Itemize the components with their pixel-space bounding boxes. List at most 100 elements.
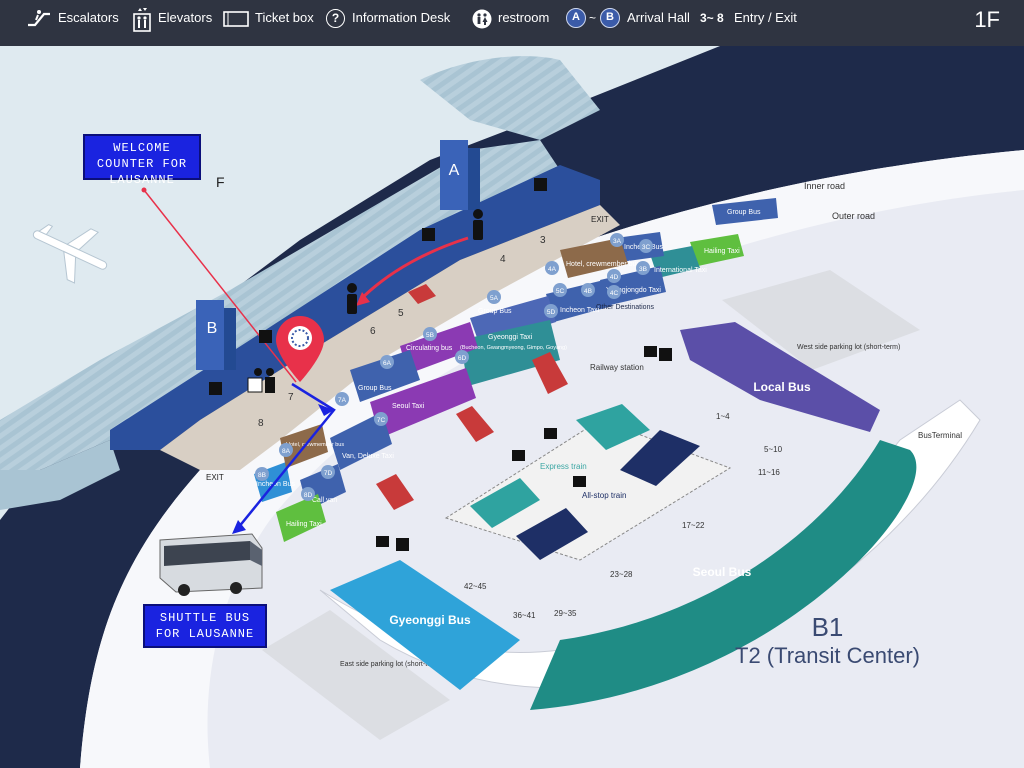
welcome-counter-callout: WELCOME COUNTER FOR LAUSANNE [83, 134, 201, 187]
express-train-label: Express train [540, 462, 587, 471]
bay-van-deluxe-taxi: Van, Deluxe Taxi [342, 453, 394, 460]
svg-text:4: 4 [500, 254, 506, 265]
stairs-down [376, 284, 568, 510]
svg-text:42~45: 42~45 [464, 582, 487, 591]
bay-circulating-bus: Circulating bus [406, 345, 453, 352]
floor-indicator: 1F [974, 7, 1000, 32]
airplane-icon [32, 224, 108, 284]
svg-text:5~10: 5~10 [764, 445, 783, 454]
svg-text:29~35: 29~35 [554, 609, 577, 618]
bus-stop-numbers: 1~4 5~10 11~16 17~22 23~28 29~35 36~41 4… [464, 412, 783, 620]
svg-text:5: 5 [398, 308, 404, 319]
bay-gyeonggi-taxi-sub: (Bucheon, Gwangmyeong, Gimpo, Goyang) [460, 345, 567, 351]
location-pin-icon [276, 316, 324, 382]
information-desk-icon: ? [326, 9, 345, 28]
east-parking-lot: East side parking lot (short-term) [262, 610, 450, 740]
bay-labels: Group Bus Hailing Taxi International Tax… [256, 209, 761, 528]
svg-text:5C: 5C [556, 288, 565, 295]
svg-text:3C: 3C [642, 244, 651, 251]
railway-station-label: Railway station [590, 363, 644, 372]
local-bus-area [680, 322, 880, 432]
bay-yeongjongdo-taxi: Yeongjongdo Taxi [606, 287, 661, 294]
svg-text:4C: 4C [610, 290, 619, 297]
ticket-box-icon [376, 346, 657, 547]
shuttle-bus-icon [159, 533, 263, 596]
bay-seoul-taxi: Seoul Taxi [392, 403, 425, 410]
bay-other-destinations: Other Destinations [596, 304, 654, 311]
tower-a [440, 140, 468, 210]
transit-level: B1 [811, 612, 844, 642]
stray-letter: F [216, 174, 225, 190]
svg-text:4B: 4B [584, 288, 592, 295]
arrival-a-badge: A [566, 8, 586, 28]
hall-b-label: B [207, 320, 218, 337]
svg-text:7C: 7C [377, 417, 386, 424]
exit-top-label: EXIT [591, 215, 609, 224]
restroom-icon [472, 9, 492, 29]
all-stop-train-label: All-stop train [582, 491, 626, 500]
legend-elevators-label: Elevators [158, 10, 213, 25]
legend-entry-range: 3~ 8 [700, 11, 724, 25]
exit-bottom-label: EXIT [206, 473, 224, 482]
svg-text:East side parking lot (short-t: East side parking lot (short-term) [340, 661, 442, 668]
gate-numbers: 3 4 5 6 7 8 [258, 235, 546, 429]
svg-text:8: 8 [258, 418, 264, 429]
concourse-wing-top [420, 56, 600, 140]
svg-text:7D: 7D [324, 470, 333, 477]
outer-road-label: Outer road [832, 211, 875, 221]
svg-text:8A: 8A [282, 448, 291, 455]
welcome-counter-label: WELCOME COUNTER FOR LAUSANNE [96, 141, 188, 187]
inner-road-label: Inner road [804, 181, 845, 191]
bay-group-bus-5a: Group Bus [478, 308, 512, 315]
svg-text:8D: 8D [304, 492, 313, 499]
svg-text:5D: 5D [547, 309, 556, 316]
svg-text:17~22: 17~22 [682, 521, 705, 530]
concourse-wing-main [0, 140, 560, 470]
gyeonggi-bus-label: Gyeonggi Bus [389, 613, 471, 627]
shuttle-bus-label: SHUTTLE BUS FOR LAUSANNE [155, 611, 255, 641]
gyeonggi-bus-area [330, 560, 520, 690]
svg-text:7A: 7A [338, 397, 347, 404]
svg-text:3B: 3B [639, 266, 647, 273]
tower-b [196, 300, 224, 370]
curbside-bays [254, 198, 778, 542]
bay-call-van: Call van [312, 497, 337, 504]
legend-ticket-box-label: Ticket box [255, 10, 314, 25]
svg-text:4D: 4D [610, 274, 619, 281]
bay-hotel-bus-top: Hotel, crewmember bus [566, 261, 640, 268]
legend-information-desk-label: Information Desk [352, 10, 451, 25]
svg-text:6A: 6A [383, 360, 392, 367]
svg-text:8B: 8B [258, 472, 266, 479]
legend-bar: Escalators Elevators Ticket box ? Inform… [0, 0, 1024, 46]
welcome-leader-line [143, 189, 297, 383]
svg-text:1~4: 1~4 [716, 412, 730, 421]
seoul-bus-label: Seoul Bus [693, 565, 752, 579]
svg-text:6: 6 [370, 326, 376, 337]
elevator-icon [133, 8, 151, 32]
svg-text:5A: 5A [490, 295, 499, 302]
transit-center-label: B1 T2 (Transit Center) [735, 612, 920, 670]
hall-a-label: A [449, 162, 460, 179]
svg-text:6D: 6D [458, 355, 467, 362]
route-arrow-red [358, 236, 469, 302]
arrival-b-badge: B [600, 8, 620, 28]
west-parking-lot: West side parking lot (short-term) [722, 270, 920, 370]
svg-text:36~41: 36~41 [513, 611, 536, 620]
bay-hailing-taxi-top: Hailing Taxi [704, 248, 740, 255]
bay-group-bus-mid: Group Bus [358, 385, 392, 392]
svg-text:23~28: 23~28 [610, 570, 633, 579]
bay-incheon-taxi: Incheon Taxi [560, 307, 600, 314]
person-icon [347, 209, 483, 314]
seoul-bus-area [530, 440, 917, 710]
bay-incheon-bus-bottom: Incheon Bus [256, 481, 295, 488]
shuttle-bus-callout: SHUTTLE BUS FOR LAUSANNE [143, 604, 267, 648]
svg-text:4A: 4A [548, 266, 557, 273]
bay-hailing-taxi-bottom: Hailing Taxi [286, 521, 322, 528]
legend-escalators-label: Escalators [58, 10, 119, 25]
svg-text:5B: 5B [426, 332, 434, 339]
svg-text:West side parking lot (short-t: West side parking lot (short-term) [797, 344, 900, 351]
svg-text:11~16: 11~16 [758, 468, 780, 477]
restroom-icon [209, 178, 672, 551]
escalator-icon [28, 10, 50, 27]
